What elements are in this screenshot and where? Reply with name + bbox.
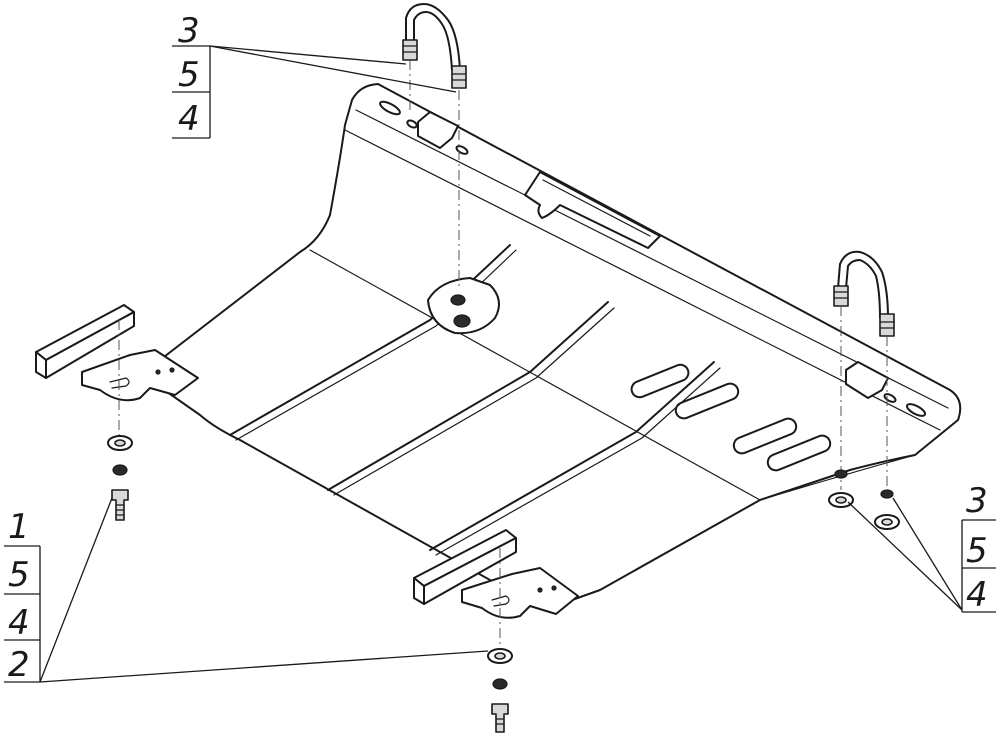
leader-right-1 [847,501,963,611]
callout-top-left: 3 5 4 [172,11,211,139]
vent-slot-2 [674,382,740,420]
mounting-strip-left [35,304,135,379]
callout-top-left-3: 4 [178,99,200,139]
fastener-stack-rear-left [107,435,133,521]
strip-plate-left-side [45,311,135,379]
callout-right: 3 5 4 [961,481,996,615]
assembly-axes [118,60,888,650]
washer-hole-rear-right [494,652,506,660]
callout-bottom-left-1: 1 [8,507,30,547]
slot-left-2 [406,119,418,129]
rear-left-ear [81,349,199,402]
rear-left-ear-rivet-2 [169,367,175,373]
rear-left-ear-rivet-1 [155,369,161,375]
u-bolt-right-nut-2 [879,313,895,337]
rear-right-ear-rivet-1 [537,587,543,593]
right-side-fold [759,454,916,501]
callout-right-3: 4 [966,575,988,615]
callout-bottom-left-3: 4 [8,603,30,643]
top-opening-inner [542,179,651,237]
u-bolt-left-nut-2 [451,65,467,89]
vent-slot-4 [766,434,832,472]
washer-front-right-1-hole [835,496,847,504]
u-bolt-left-bend-inner [413,11,453,71]
rear-right-ear-rivet-2 [551,585,557,591]
callout-top-left-1: 3 [178,11,200,51]
callout-right-2: 5 [966,531,988,571]
lock-washer-rear-left [112,464,128,476]
rib-1-b [235,249,517,441]
slot-left-3 [455,145,469,155]
leader-lines [39,45,963,683]
callout-bottom-left-4: 2 [8,645,30,685]
lower-fold-line [309,249,761,501]
nut-front-right-2 [880,489,894,499]
u-bolt-right [833,250,895,337]
fastener-stack-rear-right [487,648,513,733]
slot-right-2 [905,403,927,417]
leader-bottom-left-2 [39,650,489,683]
leader-top-left-2 [209,45,457,93]
vent-slot-3 [732,417,798,455]
skid-plate-outline [149,83,962,609]
rib-1 [229,244,511,436]
leader-bottom-left-1 [39,497,113,683]
upper-bracket-left [417,111,459,149]
rib-3-b [435,367,721,556]
washer-hole-rear-left [114,439,126,447]
upper-bracket-right [845,361,889,399]
rear-right-ear [461,567,579,619]
center-mount-pad [427,277,500,335]
nut-front-right-1 [834,469,848,479]
u-bolt-right-nut-1 [833,285,849,307]
center-hole-2 [453,314,471,328]
u-bolt-right-bend [837,250,889,319]
mounting-strip-right [413,529,517,605]
left-side-fold [299,214,331,253]
bolt-rear-right [491,703,509,733]
callout-bottom-left: 1 5 4 2 [4,507,41,685]
rear-left-ear-slot [109,377,130,389]
skid-plate [81,83,962,619]
slot-left-1 [379,100,401,116]
u-bolt-left-bend [405,3,461,71]
callout-top-left-2: 5 [178,55,200,95]
center-hole-1 [450,294,466,306]
washer-front-right-2-hole [881,518,893,526]
rib-2 [327,301,609,491]
callout-right-1: 3 [966,481,988,521]
rib-2-b [333,307,615,496]
u-bolt-left-nut-1 [402,39,418,61]
vent-slot-1 [630,363,690,399]
leader-top-left-1 [209,45,407,65]
rear-right-ear-slot [491,595,510,607]
leader-right-2 [892,497,963,611]
callout-bottom-left-2: 5 [8,555,30,595]
fastener-stack-front-right [828,469,900,530]
front-edge-inner [355,109,949,409]
rib-3 [429,361,715,551]
u-bolt-right-bend-inner [845,259,881,319]
strip-plate-right-side [423,537,517,605]
top-opening [524,171,661,249]
lock-washer-rear-right [492,678,508,690]
u-bolt-left [402,3,467,89]
